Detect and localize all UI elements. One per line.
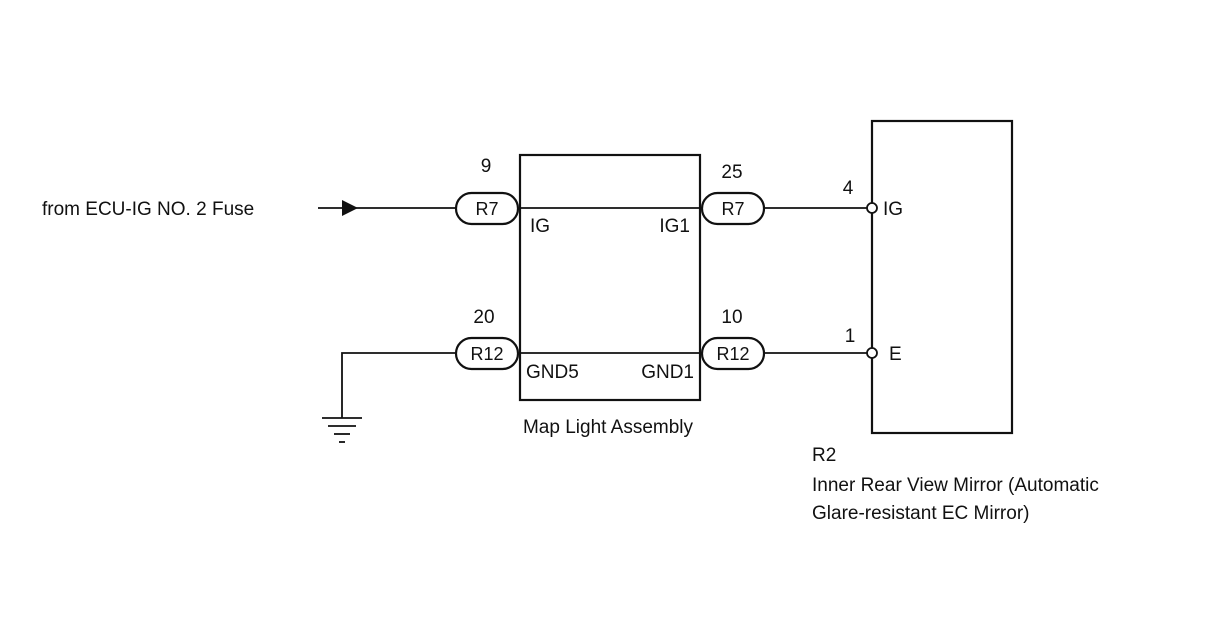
source-label: from ECU-IG NO. 2 Fuse bbox=[42, 199, 254, 220]
connector-id: R7 bbox=[475, 199, 498, 219]
mirror-name-line2: Glare-resistant EC Mirror) bbox=[812, 503, 1029, 524]
terminal-circle bbox=[866, 202, 878, 214]
connector-left-top bbox=[454, 191, 520, 226]
terminal-circle bbox=[866, 347, 878, 359]
mirror-name-line1: Inner Rear View Mirror (Automatic bbox=[812, 475, 1099, 496]
connector-pin-number: 9 bbox=[481, 156, 492, 177]
mirror-terminal-e: E bbox=[889, 344, 902, 365]
mirror-terminal-ig: IG bbox=[883, 199, 903, 220]
connector-id: R12 bbox=[716, 344, 749, 364]
connector-pin-number: 10 bbox=[721, 307, 742, 328]
connector-pin-number: 20 bbox=[473, 307, 494, 328]
ground-wire bbox=[341, 352, 456, 418]
arrow-right-icon bbox=[342, 200, 358, 216]
terminal-gnd5: GND5 bbox=[526, 362, 579, 383]
terminal-gnd1: GND1 bbox=[641, 362, 694, 383]
map-light-box bbox=[518, 153, 702, 402]
connector-id: R12 bbox=[470, 344, 503, 364]
connector-pin-number: 25 bbox=[721, 162, 742, 183]
ground-icon bbox=[322, 417, 362, 443]
terminal-ig1: IG1 bbox=[659, 216, 690, 237]
mirror-code: R2 bbox=[812, 445, 836, 466]
mirror-pin-number: 4 bbox=[843, 178, 854, 199]
mirror-pin-number: 1 bbox=[845, 326, 856, 347]
mirror-box bbox=[870, 119, 1014, 435]
map-light-label: Map Light Assembly bbox=[523, 417, 694, 438]
terminal-ig: IG bbox=[530, 216, 550, 237]
connector-id: R7 bbox=[721, 199, 744, 219]
